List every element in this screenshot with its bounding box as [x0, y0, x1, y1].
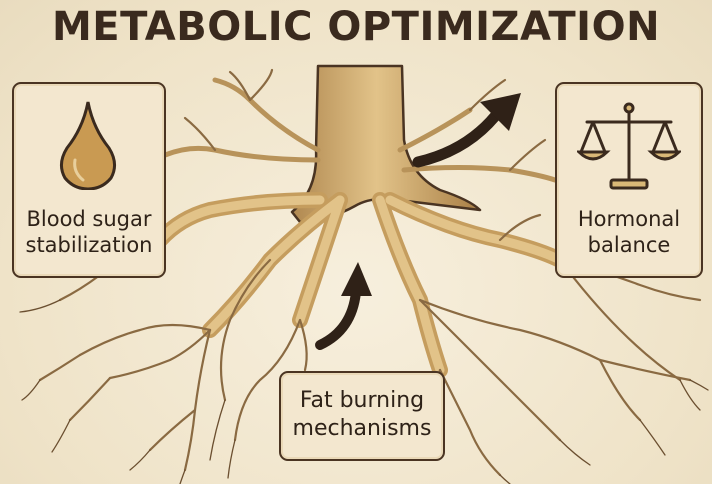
arrow-up-right-icon [418, 93, 521, 162]
fat-burning-box: Fat burning mechanisms [279, 371, 445, 461]
hormonal-balance-box: Hormonal balance [555, 82, 703, 278]
fat-burning-line1: Fat burning [281, 387, 443, 415]
blood-sugar-label: Blood sugar stabilization [14, 206, 164, 258]
hormonal-line2: balance [557, 232, 701, 258]
fat-burning-line2: mechanisms [281, 415, 443, 443]
hormonal-label: Hormonal balance [557, 206, 701, 258]
blood-sugar-line2: stabilization [14, 232, 164, 258]
scales-icon [577, 102, 681, 194]
page-title: METABOLIC OPTIMIZATION [0, 4, 712, 50]
hormonal-line1: Hormonal [557, 206, 701, 232]
fat-burning-label: Fat burning mechanisms [281, 387, 443, 443]
blood-sugar-line1: Blood sugar [14, 206, 164, 232]
drop-icon [57, 98, 119, 190]
arrow-up-icon [320, 262, 372, 345]
blood-sugar-box: Blood sugar stabilization [12, 82, 166, 278]
